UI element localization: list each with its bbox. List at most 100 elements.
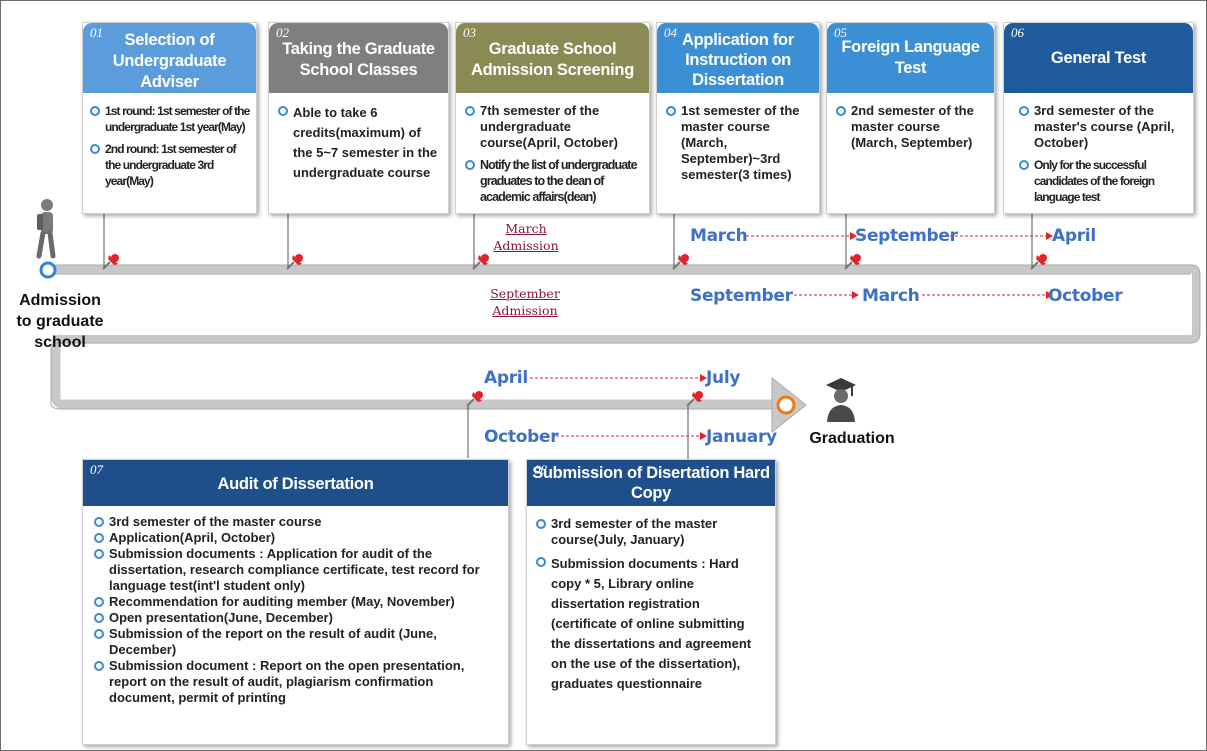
step-card-08: 08 Submission of Disertation Hard Copy 3… xyxy=(526,459,776,745)
pin-icon xyxy=(472,254,489,270)
month-label: October xyxy=(1048,286,1123,306)
pin-icon xyxy=(286,254,303,270)
step-title: Audit of Dissertation xyxy=(217,474,374,493)
step-header: 03 Graduate School Admission Screening xyxy=(456,23,649,93)
step-details: 3rd semester of the master course(July, … xyxy=(527,506,775,694)
graduation-label: Graduation xyxy=(809,430,895,447)
step-details: 3rd semester of the master's course (Apr… xyxy=(1004,93,1193,205)
step-number: 03 xyxy=(463,25,476,40)
bullet-icon xyxy=(465,160,475,170)
bullet-icon xyxy=(1019,160,1029,170)
bullet-icon xyxy=(94,517,104,527)
detail-item: Submission documents : Hard copy * 5, Li… xyxy=(535,554,767,694)
step-number: 02 xyxy=(276,25,289,40)
month-label: September xyxy=(690,286,793,306)
step-card-07: 07 Audit of Dissertation 3rd semester of… xyxy=(82,459,509,745)
step-header: 02 Taking the Graduate School Classes xyxy=(269,23,448,93)
detail-item: 1st semester of the master course (March… xyxy=(665,103,813,183)
bullet-icon xyxy=(90,106,100,116)
step-title: Foreign Language Test xyxy=(841,38,980,77)
bullet-icon xyxy=(536,557,546,567)
bullet-icon xyxy=(94,549,104,559)
step-header: 05 Foreign Language Test xyxy=(827,23,994,93)
september-admission-label: September Admission xyxy=(490,286,560,318)
pin-icon xyxy=(1030,254,1047,270)
step-title: Selection of Undergraduate Adviser xyxy=(112,30,227,91)
detail-item: 3rd semester of the master course xyxy=(93,514,500,530)
bullet-icon xyxy=(465,106,475,116)
step-details: Able to take 6 credits(maximum) of the 5… xyxy=(269,93,448,183)
month-label: July xyxy=(706,368,741,388)
pin-icon xyxy=(686,391,703,407)
graduate-icon xyxy=(826,378,856,422)
detail-item: Submission document : Report on the open… xyxy=(93,658,500,706)
bullet-icon xyxy=(90,144,100,154)
start-circle xyxy=(39,261,57,279)
step-number: 07 xyxy=(90,462,103,477)
month-label: October xyxy=(484,427,559,447)
month-label: March xyxy=(690,226,748,246)
detail-item: 7th semester of the undergraduate course… xyxy=(464,103,643,151)
month-label: September xyxy=(855,226,958,246)
step-number: 04 xyxy=(664,25,677,40)
step-card-01: 01 Selection of Undergraduate Adviser 1s… xyxy=(82,22,257,214)
detail-item: Recommendation for auditing member (May,… xyxy=(93,594,500,610)
pin-icon xyxy=(844,254,861,270)
step-card-06: 06 General Test 3rd semester of the mast… xyxy=(1003,22,1194,214)
step-number: 05 xyxy=(834,25,847,40)
walking-person-icon xyxy=(36,199,56,259)
detail-item: Only for the successful candidates of th… xyxy=(1018,157,1187,205)
detail-item: Notify the list of undergraduate graduat… xyxy=(464,157,643,205)
step-header: 04 Application for Instruction on Disser… xyxy=(657,23,819,93)
bullet-icon xyxy=(94,613,104,623)
step-title: Submission of Disertation Hard Copy xyxy=(532,464,770,502)
bullet-icon xyxy=(666,106,676,116)
step-header: 06 General Test xyxy=(1004,23,1193,93)
bullet-icon xyxy=(278,106,288,116)
bullet-icon xyxy=(1019,106,1029,116)
track-upper xyxy=(49,264,1191,275)
step-number: 01 xyxy=(90,25,103,40)
step-header: 07 Audit of Dissertation xyxy=(83,460,508,506)
step-card-04: 04 Application for Instruction on Disser… xyxy=(656,22,820,214)
step-card-03: 03 Graduate School Admission Screening 7… xyxy=(455,22,650,214)
detail-item: 2nd semester of the master course (March… xyxy=(835,103,988,151)
step-details: 7th semester of the undergraduate course… xyxy=(456,93,649,205)
bullet-icon xyxy=(94,629,104,639)
month-label: April xyxy=(484,368,528,388)
detail-item: 2nd round: 1st semester of the undergrad… xyxy=(89,141,252,189)
detail-item: Submission of the report on the result o… xyxy=(93,626,500,658)
pin-icon xyxy=(102,254,119,270)
detail-item: Application(April, October) xyxy=(93,530,500,546)
pin-icon xyxy=(672,254,689,270)
start-label: Admission to graduate school xyxy=(16,292,104,351)
step-details: 2nd semester of the master course (March… xyxy=(827,93,994,151)
step-card-02: 02 Taking the Graduate School Classes Ab… xyxy=(268,22,449,214)
step-header: 08 Submission of Disertation Hard Copy xyxy=(527,460,775,506)
bullet-icon xyxy=(836,106,846,116)
pin-icon xyxy=(466,391,483,407)
bullet-icon xyxy=(94,597,104,607)
detail-item: Open presentation(June, December) xyxy=(93,610,500,626)
detail-item: 3rd semester of the master's course (Apr… xyxy=(1018,103,1187,151)
detail-item: Submission documents : Application for a… xyxy=(93,546,500,594)
step-number: 08 xyxy=(534,462,547,477)
detail-item: Able to take 6 credits(maximum) of the 5… xyxy=(277,103,440,183)
track-right-curve xyxy=(60,265,1200,343)
track-lower xyxy=(51,334,780,409)
month-label: March xyxy=(862,286,920,306)
month-label: April xyxy=(1052,226,1096,246)
detail-item: 3rd semester of the master course(July, … xyxy=(535,516,767,548)
step-title: General Test xyxy=(1050,48,1147,67)
bullet-icon xyxy=(536,519,546,529)
step-title: Application for Instruction on Dissertat… xyxy=(682,31,794,89)
step-details: 1st semester of the master course (March… xyxy=(657,93,819,183)
detail-item: 1st round: 1st semester of the undergrad… xyxy=(89,103,252,135)
march-admission-label: March Admission xyxy=(493,221,559,253)
step-card-05: 05 Foreign Language Test 2nd semester of… xyxy=(826,22,995,214)
bullet-icon xyxy=(94,533,104,543)
step-details: 3rd semester of the master course Applic… xyxy=(83,506,508,706)
step-title: Taking the Graduate School Classes xyxy=(282,40,435,79)
step-title: Graduate School Admission Screening xyxy=(470,40,634,79)
